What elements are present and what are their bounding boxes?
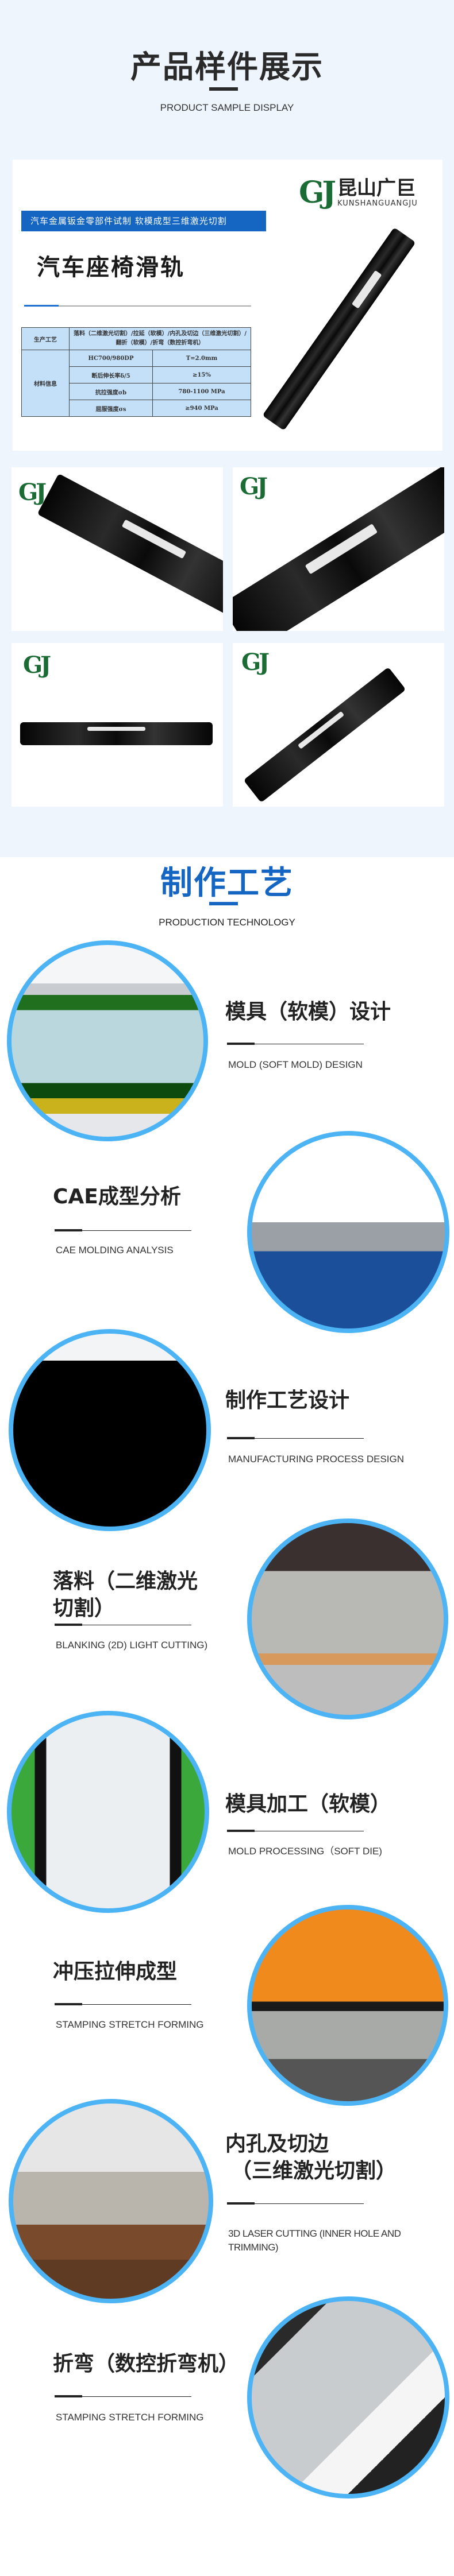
spec-name: 断后伸长率δ/5 xyxy=(69,366,153,384)
logo-name-cn: 昆山广巨 xyxy=(337,177,416,200)
spec-table: 生产工艺 落料（二维激光切割）/拉延（软模）/内孔及切边（三维激光切割）/翻折（… xyxy=(21,327,251,417)
product-name: 汽车座椅滑轨 xyxy=(37,254,185,281)
section-title: 制作工艺 xyxy=(160,865,294,902)
step-subtitle: MOLD (SOFT MOLD) DESIGN xyxy=(228,1059,363,1070)
mold-machining-image xyxy=(7,1711,209,1913)
title-underline xyxy=(209,87,238,91)
product-sample-section: 产品样件展示 PRODUCT SAMPLE DISPLAY GJ 昆山广巨 KU… xyxy=(0,0,454,857)
step-subtitle: MOLD PROCESSING（SOFT DIE) xyxy=(228,1846,382,1857)
cae-analysis-image xyxy=(247,1131,449,1333)
product-photo: GJ xyxy=(233,467,444,631)
step-subtitle: STAMPING STRETCH FORMING xyxy=(56,2019,204,2030)
laser-blanking-image xyxy=(247,1519,448,1719)
step-title: 折弯（数控折弯机） xyxy=(53,2352,240,2376)
step-title: 切割） xyxy=(53,1597,116,1620)
company-logo: GJ 昆山广巨 KUNSHANGUANGJU xyxy=(299,175,418,210)
product-photo: GJ xyxy=(11,467,223,631)
step-title: 冲压拉伸成型 xyxy=(53,1960,178,1984)
product-card: GJ 昆山广巨 KUNSHANGUANGJU 汽车金属钣金零部件试制 软模成型三… xyxy=(13,160,443,451)
step-divider xyxy=(55,2003,191,2005)
table-row: 抗拉强度σb 780-1100 MPa xyxy=(22,383,251,400)
table-row: 屈服强度σs ≥940 MPa xyxy=(22,400,251,417)
step-subtitle: 3D LASER CUTTING (INNER HOLE AND xyxy=(228,2228,401,2239)
logo-mark: GJ xyxy=(241,649,270,676)
table-row: 材料信息 HC700/980DP T=2.0mm xyxy=(21,350,251,417)
spec-value: ≥15% xyxy=(152,366,251,384)
product-photo: GJ xyxy=(233,643,444,807)
process-value: 落料（二维激光切割）/拉延（软模）/内孔及切边（三维激光切割）/翻折（软模）/折… xyxy=(69,327,251,350)
spec-value: T=2.0mm xyxy=(152,350,251,367)
table-row: 生产工艺 落料（二维激光切割）/拉延（软模）/内孔及切边（三维激光切割）/翻折（… xyxy=(21,327,251,350)
process-label: 生产工艺 xyxy=(21,327,70,350)
step-divider xyxy=(55,2395,191,2397)
product-photo: GJ xyxy=(11,643,223,807)
step-divider xyxy=(55,1229,191,1231)
section-subtitle: PRODUCTION TECHNOLOGY xyxy=(159,917,295,928)
step-title: CAE成型分析 xyxy=(53,1185,181,1208)
spec-value: 780-1100 MPa xyxy=(152,383,251,400)
spec-name: 抗拉强度σb xyxy=(69,383,153,400)
title-divider xyxy=(24,305,251,307)
step-title: 模具（软模）设计 xyxy=(225,1000,391,1024)
section-subtitle: PRODUCT SAMPLE DISPLAY xyxy=(160,102,294,113)
logo-mark: GJ xyxy=(18,479,47,506)
title-underline xyxy=(209,902,238,905)
spec-value: ≥940 MPa xyxy=(152,400,251,417)
spec-name: HC700/980DP xyxy=(69,350,153,367)
step-title: 制作工艺设计 xyxy=(225,1389,350,1412)
step-subtitle: MANUFACTURING PROCESS DESIGN xyxy=(228,1454,405,1465)
material-label: 材料信息 xyxy=(21,350,70,417)
cad-drawing-image xyxy=(9,1329,211,1531)
3d-laser-cutting-image xyxy=(9,2099,213,2303)
mold-design-image xyxy=(7,940,208,1141)
step-title: 模具加工（软模） xyxy=(225,1792,391,1816)
logo-mark: GJ xyxy=(299,175,336,210)
service-banner: 汽车金属钣金零部件试制 软模成型三维激光切割 xyxy=(21,211,266,231)
table-row: 断后伸长率δ/5 ≥15% xyxy=(22,366,251,384)
logo-mark: GJ xyxy=(240,473,268,500)
logo-mark: GJ xyxy=(23,652,51,679)
step-divider xyxy=(227,1437,364,1439)
stamping-press-image xyxy=(247,1905,448,2106)
step-title: 落料（二维激光 xyxy=(53,1570,198,1593)
spec-name: 屈服强度σs xyxy=(69,400,153,417)
seat-rail-image xyxy=(37,473,223,622)
step-title: （三维激光切割） xyxy=(231,2159,397,2183)
step-divider xyxy=(227,2202,364,2205)
step-subtitle: CAE MOLDING ANALYSIS xyxy=(56,1245,174,1256)
cnc-bending-image xyxy=(247,2296,449,2498)
seat-rail-image xyxy=(262,227,416,431)
seat-rail-image xyxy=(243,667,406,803)
step-title: 内孔及切边 xyxy=(225,2132,329,2156)
step-subtitle: STAMPING STRETCH FORMING xyxy=(56,2412,204,2423)
step-subtitle: TRIMMING) xyxy=(228,2242,279,2253)
seat-rail-image xyxy=(20,722,213,745)
step-subtitle: BLANKING (2D) LIGHT CUTTING) xyxy=(56,1640,208,1651)
section-title: 产品样件展示 xyxy=(130,49,324,85)
logo-name-en: KUNSHANGUANGJU xyxy=(337,199,418,208)
